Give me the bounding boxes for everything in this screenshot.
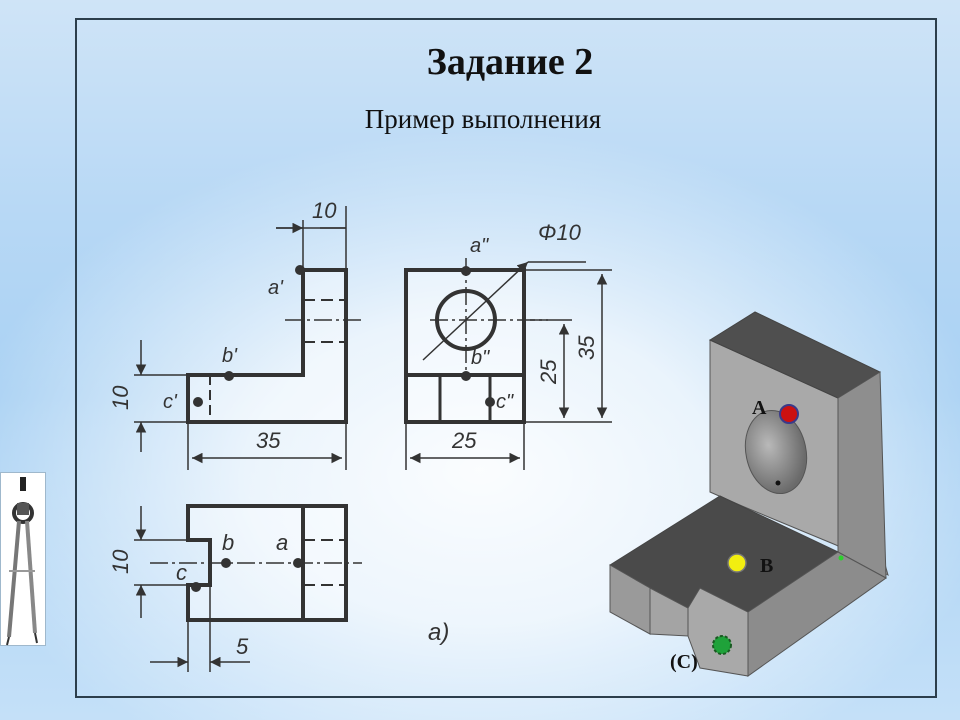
side-point-a — [461, 266, 471, 276]
model-label-a: A — [752, 397, 767, 419]
front-point-b — [224, 371, 234, 381]
front-view — [134, 206, 362, 470]
page-title: Задание 2 — [426, 41, 594, 83]
side-point-c — [485, 397, 495, 407]
front-label-b: b' — [222, 345, 238, 367]
front-dim-left: 10 — [108, 385, 133, 410]
front-dim-bottom: 35 — [256, 428, 281, 453]
top-label-a: a — [276, 530, 288, 555]
model-point-a — [779, 404, 799, 424]
page-subtitle: Пример выполнения — [364, 104, 602, 134]
front-point-c — [193, 397, 203, 407]
figure-caption: а) — [428, 619, 449, 646]
model-hole-point — [775, 480, 781, 486]
side-label-c: c" — [496, 391, 514, 413]
side-dim-bottom: 25 — [451, 428, 477, 453]
side-view — [404, 258, 612, 470]
top-point-b — [221, 558, 231, 568]
side-dim-height-outer: 35 — [574, 335, 599, 360]
front-dim-top: 10 — [312, 198, 337, 223]
top-dim-bottom: 5 — [236, 634, 249, 659]
model-point-b — [727, 553, 747, 573]
side-dim-diameter: Φ10 — [538, 220, 582, 245]
front-label-c: c' — [163, 391, 178, 413]
side-label-a: a" — [470, 235, 489, 257]
model-label-c: (C) — [670, 651, 698, 673]
top-point-a — [293, 558, 303, 568]
model-edge-point — [838, 555, 844, 561]
model-label-b: B — [760, 555, 773, 577]
model-3d — [609, 311, 889, 677]
side-dim-height-inner: 25 — [536, 359, 561, 385]
compass-image — [0, 472, 46, 646]
front-point-a — [295, 265, 305, 275]
slide-frame — [75, 18, 937, 698]
front-label-a: a' — [268, 277, 284, 299]
top-dim-left: 10 — [108, 549, 133, 574]
model-point-c — [712, 635, 732, 655]
compass-icon — [6, 477, 38, 646]
side-point-b — [461, 371, 471, 381]
side-label-b: b" — [471, 347, 490, 369]
top-label-c: c — [176, 560, 187, 585]
top-point-c — [191, 582, 201, 592]
top-label-b: b — [222, 530, 234, 555]
